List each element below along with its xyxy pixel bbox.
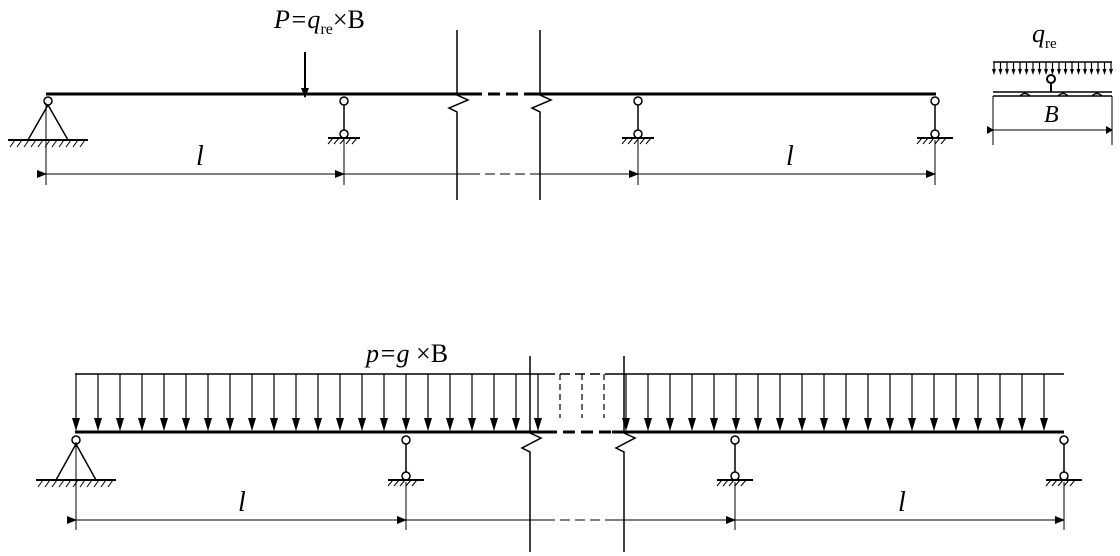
load-arrow-head xyxy=(314,418,322,431)
load-arrow-head xyxy=(952,418,960,431)
break-lines-top xyxy=(447,30,553,200)
inset-load-arrow-head xyxy=(992,69,996,75)
load-arrow-head xyxy=(974,418,982,431)
load-arrow-head xyxy=(336,418,344,431)
inset-load-arrow-head xyxy=(1102,69,1107,75)
roller-support-b2 xyxy=(716,435,753,487)
deck-profile xyxy=(993,91,1112,97)
load-arrow-head xyxy=(160,418,168,431)
point-load-label: P=qre×B xyxy=(273,5,365,38)
inset-load-arrow-head xyxy=(1044,69,1048,75)
inset-load-arrow-head xyxy=(1089,69,1094,75)
roller-support-3 xyxy=(916,96,953,145)
top-dimension-line xyxy=(37,103,936,185)
load-arrow-head xyxy=(490,418,498,431)
bottom-span-right-label: l xyxy=(898,487,906,518)
inset-load-arrow-head xyxy=(1096,69,1100,75)
inset-load-arrow-head xyxy=(1037,69,1042,75)
roller-support-1 xyxy=(327,96,360,145)
load-arrow-head xyxy=(204,418,212,431)
load-arrow-head xyxy=(402,418,410,431)
load-arrow-head xyxy=(1040,418,1048,431)
inset-load-arrow-head xyxy=(1050,69,1055,75)
load-arrow-head xyxy=(138,418,146,431)
load-arrow-head xyxy=(358,418,366,431)
load-arrow-head xyxy=(754,418,762,431)
load-arrow-head xyxy=(116,418,124,431)
load-arrow-head xyxy=(94,418,102,431)
load-arrow-head xyxy=(1018,418,1026,431)
section-inset: qre B xyxy=(987,19,1113,145)
distributed-load-arrows xyxy=(72,374,1048,431)
load-arrow-head xyxy=(798,418,806,431)
inset-load-arrow-head xyxy=(1011,69,1016,75)
load-arrow-head xyxy=(380,418,388,431)
pin-support-left xyxy=(8,96,88,148)
bottom-dimension-line xyxy=(67,442,1065,530)
load-arrow-head xyxy=(908,418,916,431)
load-arrow-head xyxy=(446,418,454,431)
load-arrow-head xyxy=(248,418,256,431)
load-arrow-head xyxy=(732,418,740,431)
inset-load-arrow-head xyxy=(998,69,1003,75)
inset-width-label: B xyxy=(1044,102,1059,128)
bottom-diagram: p=g ×B xyxy=(36,339,1082,552)
distributed-load-label: p=g ×B xyxy=(364,339,448,368)
inset-load-arrow-head xyxy=(1076,69,1081,75)
load-arrow-head xyxy=(292,418,300,431)
load-arrow-head xyxy=(512,418,520,431)
inset-load-arrow-head xyxy=(1057,69,1061,75)
load-arrow-head xyxy=(996,418,1004,431)
inset-load-label: qre xyxy=(1032,19,1057,52)
inset-load-arrow-head xyxy=(1005,69,1009,75)
load-arrow-head xyxy=(886,418,894,431)
load-arrow-head xyxy=(820,418,828,431)
inset-load-arrow-head xyxy=(1063,69,1068,75)
load-arrow-head xyxy=(864,418,872,431)
load-arrow-head xyxy=(688,418,696,431)
load-arrow-head xyxy=(182,418,190,431)
load-arrow-head xyxy=(776,418,784,431)
top-span-right-label: l xyxy=(786,141,794,172)
load-arrow-head xyxy=(226,418,234,431)
load-arrow-head xyxy=(644,418,652,431)
load-arrow-head xyxy=(930,418,938,431)
load-arrow-head xyxy=(270,418,278,431)
load-arrow-head xyxy=(468,418,476,431)
bottom-span-left-label: l xyxy=(238,487,246,518)
load-arrow-head xyxy=(666,418,674,431)
deck-fastener xyxy=(1046,74,1056,84)
load-arrow-head xyxy=(534,418,542,431)
break-lines-bottom xyxy=(520,356,637,552)
roller-support-b1 xyxy=(387,435,424,487)
load-arrow-head xyxy=(710,418,718,431)
load-arrow-head xyxy=(424,418,432,431)
top-diagram: P=qre×B xyxy=(8,5,953,200)
load-arrow-head xyxy=(842,418,850,431)
inset-load-arrow-head xyxy=(1024,69,1029,75)
top-span-left-label: l xyxy=(196,141,204,172)
roller-support-2 xyxy=(621,96,654,145)
inset-load-arrow-head xyxy=(1031,69,1035,75)
roller-support-b3 xyxy=(1045,435,1082,487)
load-arrow-head xyxy=(622,418,630,431)
inset-load-arrows xyxy=(992,61,1113,75)
inset-load-arrow-head xyxy=(1083,69,1087,75)
inset-load-arrow-head xyxy=(1109,69,1113,75)
inset-load-arrow-head xyxy=(1018,69,1022,75)
load-arrow-head xyxy=(72,418,80,431)
inset-load-arrow-head xyxy=(1070,69,1074,75)
